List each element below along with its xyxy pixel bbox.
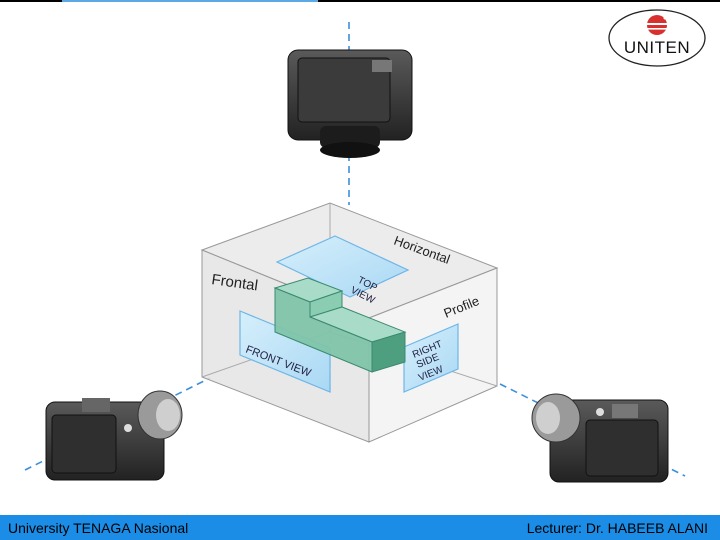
l-shaped-solid [273,277,407,373]
footer-university: University TENAGA Nasional [8,520,189,536]
top-rule-accent [62,0,318,2]
front-sight-line [24,377,211,471]
front-camera-icon [45,390,183,481]
top-view-panel: TOP VIEW [275,235,410,307]
footer-lecturer: Lecturer: Dr. HABEEB ALANI [526,520,708,536]
frontal-plane-label: Frontal [210,271,259,294]
side-camera-icon [531,393,669,483]
top-camera-icon [287,49,413,158]
top-rule [0,0,720,2]
logo-emblem [608,9,706,67]
footer-bar: University TENAGA Nasional Lecturer: Dr.… [0,515,720,540]
logo-text: UNITEN [623,38,691,57]
uniten-logo: UNITEN [606,8,708,68]
projection-diagram: TOP VIEW FRONT VIEW RIGHT SIDE VIEW Fron… [24,22,686,483]
